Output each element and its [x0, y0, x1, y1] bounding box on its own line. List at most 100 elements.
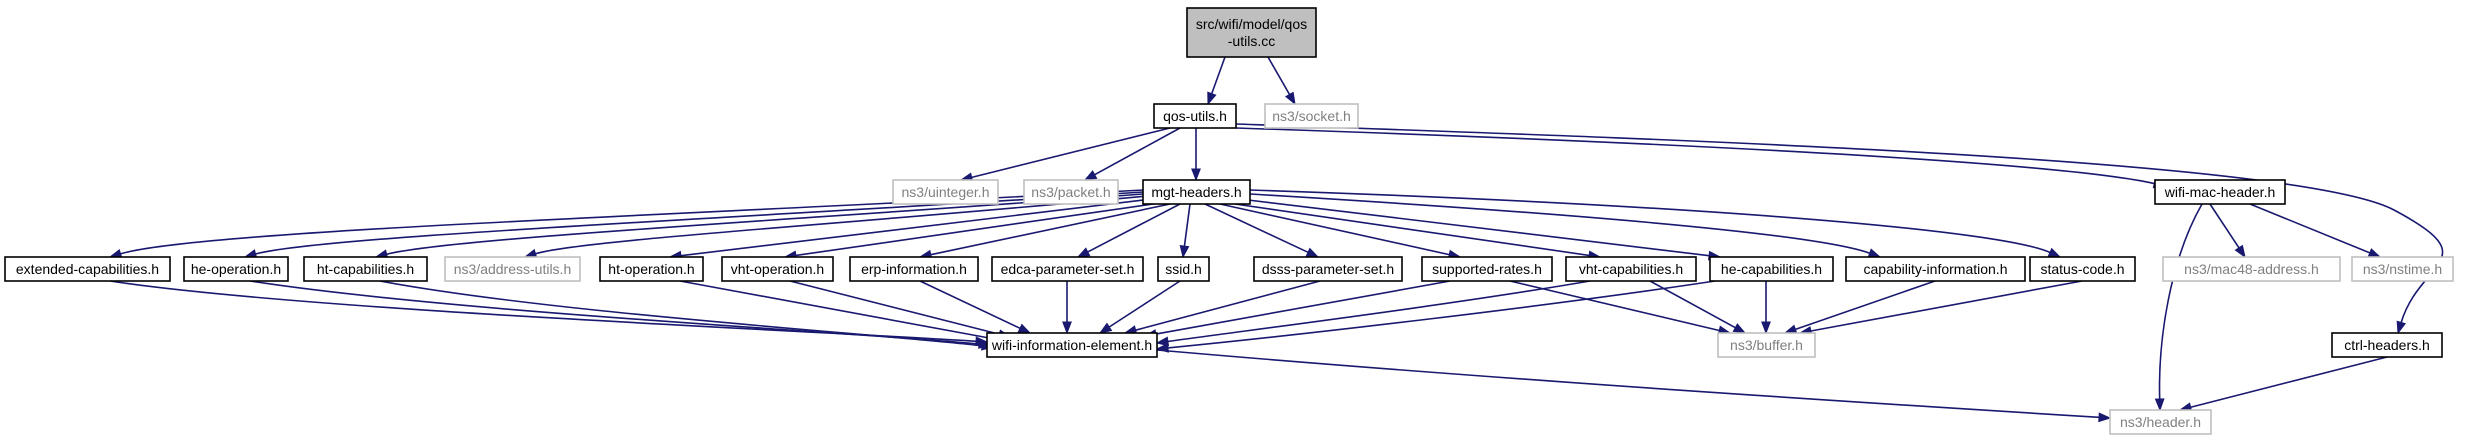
node-vht-capabilities[interactable]: vht-capabilities.h — [1565, 256, 1697, 282]
arrowhead — [2396, 320, 2407, 335]
node-box[interactable] — [1157, 256, 1210, 282]
node-box[interactable] — [183, 256, 289, 282]
arrowhead — [1098, 322, 1113, 334]
arrowhead — [2154, 398, 2165, 412]
arrowhead — [1191, 168, 1201, 182]
edge-line — [1249, 189, 2051, 254]
node-supported-rates[interactable]: supported-rates.h — [1421, 256, 1553, 282]
node-wifi-information-element[interactable]: wifi-information-element.h — [986, 332, 1158, 358]
edge-line — [1210, 56, 1226, 94]
node-label: ctrl-headers.h — [2344, 337, 2430, 353]
edge-line — [1810, 280, 2083, 332]
node-erp-information[interactable]: erp-information.h — [849, 256, 979, 282]
arrowhead — [2367, 248, 2382, 258]
node-label: he-operation.h — [191, 261, 281, 277]
node-ctrl-headers[interactable]: ctrl-headers.h — [2331, 332, 2443, 358]
edge-erp-information-to-wifi-information-element — [919, 280, 1032, 334]
node-qos-utils[interactable]: qos-utils.h — [1153, 103, 1237, 129]
node-box[interactable] — [1709, 256, 1834, 282]
node-root: src/wifi/model/qos-utils.cc — [1186, 7, 1317, 58]
node-ht-operation[interactable]: ht-operation.h — [599, 256, 704, 282]
node-label: wifi-information-element.h — [991, 337, 1152, 353]
edge-qos-utils-to-ctrl-headers — [1235, 123, 2444, 335]
node-header: ns3/header.h — [2109, 409, 2212, 435]
node-ssid[interactable]: ssid.h — [1157, 256, 1210, 282]
node-box[interactable] — [1421, 256, 1553, 282]
node-uinteger: ns3/uinteger.h — [892, 179, 999, 205]
node-socket: ns3/socket.h — [1264, 103, 1359, 129]
node-box[interactable] — [599, 256, 704, 282]
edge-wifi-mac-header-to-header — [2154, 203, 2203, 412]
node-vht-operation[interactable]: vht-operation.h — [721, 256, 834, 282]
node-label: ns3/header.h — [2120, 414, 2201, 430]
node-box — [2162, 256, 2341, 282]
node-label: vht-operation.h — [731, 261, 824, 277]
node-buffer: ns3/buffer.h — [1717, 332, 1816, 358]
edge-line — [1234, 203, 1590, 257]
node-box[interactable] — [991, 256, 1144, 282]
node-wifi-mac-header[interactable]: wifi-mac-header.h — [2154, 179, 2286, 205]
edge-line — [789, 280, 1000, 336]
nodes-layer: src/wifi/model/qos-utils.cc qos-utils.h ns… — [4, 7, 2454, 435]
node-mgt-headers[interactable]: mgt-headers.h — [1142, 179, 1251, 205]
node-label: vht-capabilities.h — [1579, 261, 1683, 277]
edge-line — [1108, 280, 1181, 328]
arrowhead — [1155, 336, 1170, 347]
edge-vht-operation-to-wifi-information-element — [789, 280, 1012, 339]
node-box[interactable] — [849, 256, 979, 282]
edge-line — [971, 127, 1171, 179]
edge-line — [679, 280, 990, 339]
node-box[interactable] — [2331, 332, 2443, 358]
node-label: erp-information.h — [861, 261, 967, 277]
edge-line — [919, 280, 1021, 330]
edge-ht-capabilities-to-wifi-information-element — [379, 280, 995, 351]
node-label: he-capabilities.h — [1721, 261, 1822, 277]
edges-layer — [108, 56, 2444, 423]
node-label: ns3/socket.h — [1272, 108, 1351, 124]
node-extended-capabilities[interactable]: extended-capabilities.h — [4, 256, 171, 282]
edge-line — [2190, 356, 2388, 409]
edge-line — [2209, 203, 2240, 249]
edge-he-capabilities-to-wifi-information-element — [1155, 280, 1716, 353]
node-status-code[interactable]: status-code.h — [2029, 256, 2136, 282]
node-label: qos-utils.h — [1163, 108, 1227, 124]
node-box[interactable] — [2154, 179, 2286, 205]
edge-qos-utils-to-wifi-mac-header — [1235, 127, 2167, 189]
edge-line — [535, 195, 1148, 255]
node-label: status-code.h — [2040, 261, 2124, 277]
node-box[interactable] — [1153, 103, 1237, 129]
node-box[interactable] — [303, 256, 428, 282]
edge-he-capabilities-to-buffer — [1761, 281, 1771, 335]
node-label: ns3/mac48-address.h — [2184, 261, 2319, 277]
node-capability-information[interactable]: capability-information.h — [1845, 256, 2026, 282]
node-box[interactable] — [4, 256, 171, 282]
arrowhead — [1732, 323, 1747, 334]
node-label: ns3/uinteger.h — [902, 184, 990, 200]
node-box[interactable] — [1253, 256, 1403, 282]
node-dsss-parameter-set[interactable]: dsss-parameter-set.h — [1253, 256, 1403, 282]
node-box[interactable] — [1565, 256, 1697, 282]
node-he-capabilities[interactable]: he-capabilities.h — [1709, 256, 1834, 282]
edge-edca-parameter-set-to-wifi-information-element — [1062, 281, 1072, 335]
edge-line — [1219, 203, 1450, 256]
edge-qos-utils-to-packet — [1083, 127, 1181, 181]
node-box[interactable] — [721, 256, 834, 282]
node-box[interactable] — [986, 332, 1158, 358]
edge-he-operation-to-wifi-information-element — [249, 280, 992, 349]
edge-line — [1167, 280, 1716, 349]
node-ht-capabilities[interactable]: ht-capabilities.h — [303, 256, 428, 282]
node-box[interactable] — [1142, 179, 1251, 205]
edge-ssid-to-wifi-information-element — [1098, 280, 1181, 334]
arrowhead — [1207, 91, 1217, 106]
node-he-operation[interactable]: he-operation.h — [183, 256, 289, 282]
arrowhead — [1076, 247, 1091, 258]
edge-root-to-socket — [1267, 56, 1296, 106]
node-box[interactable] — [1845, 256, 2026, 282]
node-edca-parameter-set[interactable]: edca-parameter-set.h — [991, 256, 1144, 282]
node-box — [892, 179, 999, 205]
node-box[interactable] — [2029, 256, 2136, 282]
arrowhead — [2047, 247, 2062, 258]
edge-line — [1509, 280, 1720, 332]
node-label: dsss-parameter-set.h — [1262, 261, 1394, 277]
